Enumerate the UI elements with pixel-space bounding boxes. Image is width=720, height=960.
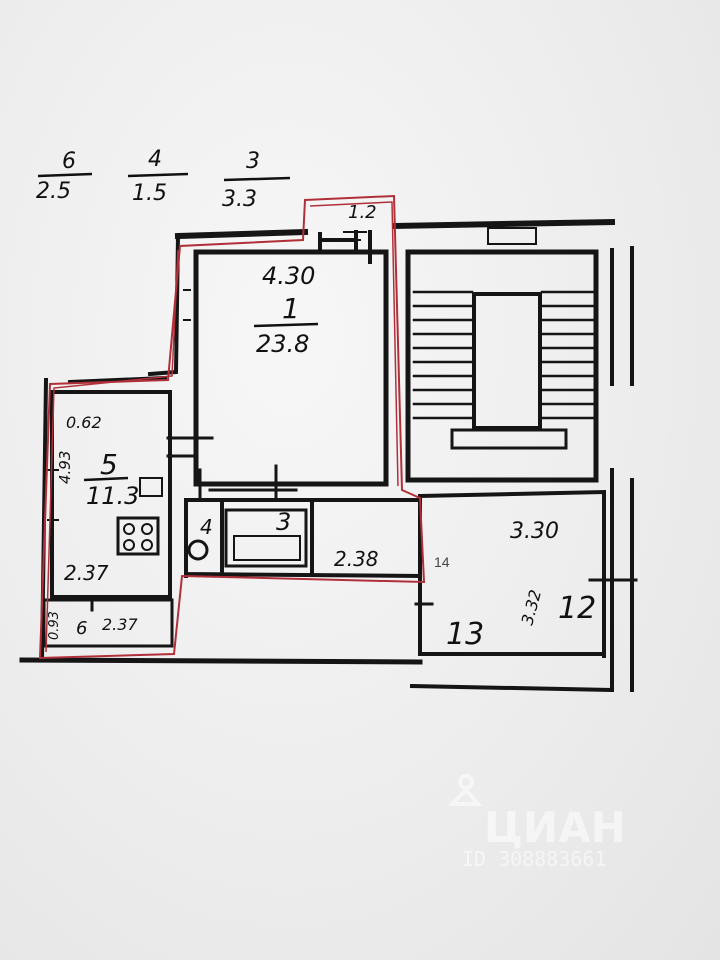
legend-area-6: 2.5 <box>36 179 71 204</box>
room1-number: 1 <box>282 292 300 325</box>
neighbor-number-13: 13 <box>446 617 484 652</box>
legend-area-3: 3.3 <box>222 187 257 212</box>
bath3-number: 3 <box>276 508 291 536</box>
bath4-number: 4 <box>200 515 213 539</box>
kitchen-number: 5 <box>100 448 118 481</box>
corridor-length: 2.38 <box>334 547 379 571</box>
hall-area: 1.2 <box>348 202 377 223</box>
neighbor-number-12: 12 <box>558 591 596 626</box>
kitchen-dim-bottom: 2.37 <box>64 561 109 585</box>
label-14: 14 <box>434 554 450 570</box>
cian-logo-icon <box>447 774 483 806</box>
balcony-dim-side: 0.93 <box>47 611 62 640</box>
neighbor-dim-side: 3.32 <box>518 588 546 627</box>
room-labels: 1.2 4.30 1 23.8 0.62 4.93 5 11.3 2.37 0.… <box>47 202 596 652</box>
room1-area: 23.8 <box>256 330 309 358</box>
kitchen-dim-top: 0.62 <box>66 413 102 432</box>
balcony-width: 2.37 <box>102 615 138 634</box>
apartment-boundary <box>38 194 426 660</box>
legend-area-4: 1.5 <box>132 181 167 206</box>
kitchen-area: 11.3 <box>86 482 139 510</box>
neighbor-length: 3.30 <box>510 519 559 544</box>
legend-room-6: 6 <box>62 149 76 174</box>
cian-watermark: ЦИАН ID 308883661 <box>447 774 626 871</box>
area-legend: 6 2.5 4 1.5 3 3.3 <box>36 147 291 212</box>
watermark-brand: ЦИАН <box>484 803 626 852</box>
legend-room-4: 4 <box>148 147 162 172</box>
legend-room-3: 3 <box>246 149 260 174</box>
room1-length: 4.30 <box>262 262 315 290</box>
balcony-number: 6 <box>76 618 87 639</box>
walls <box>19 218 638 693</box>
kitchen-dim-side: 4.93 <box>56 451 74 484</box>
watermark-id: ID 308883661 <box>462 847 607 871</box>
